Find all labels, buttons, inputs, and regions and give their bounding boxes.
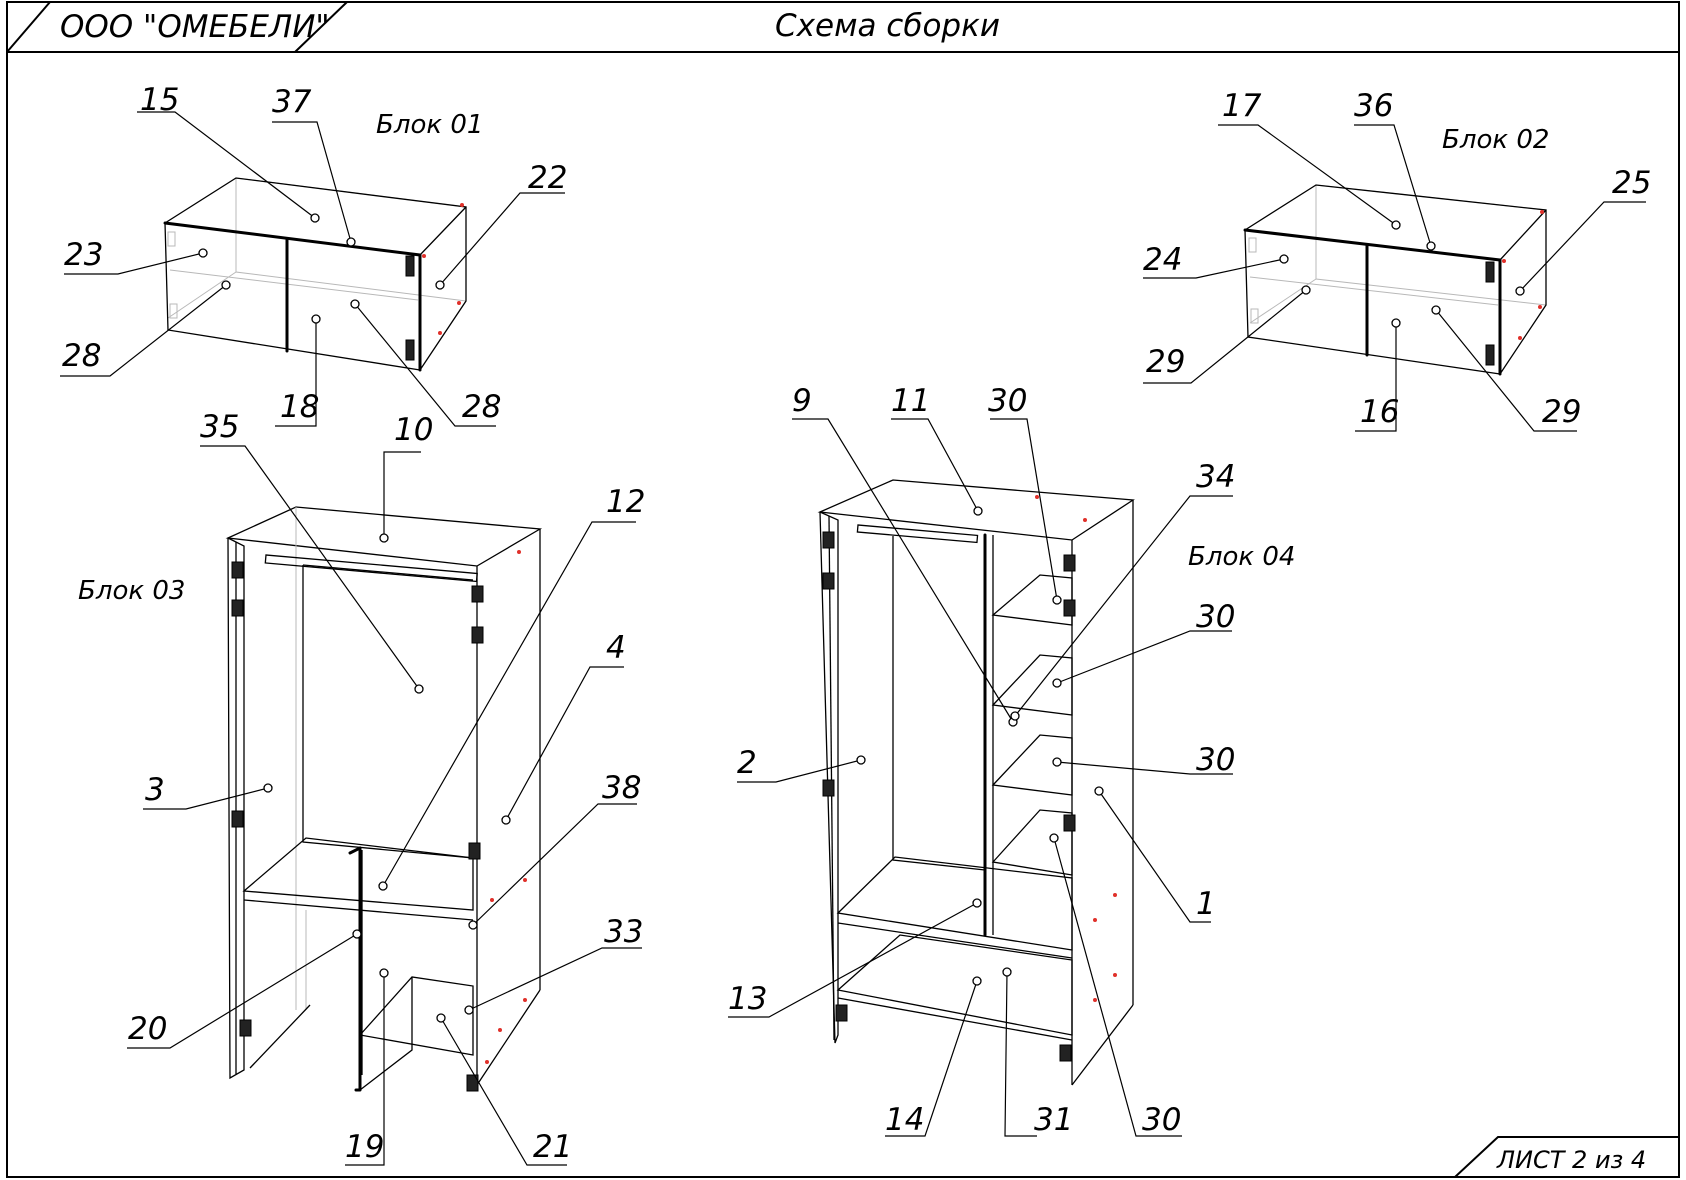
callout-number: 25 [1612, 165, 1651, 201]
callout-number: 28 [462, 389, 501, 425]
block-01-label: Блок 01 [376, 110, 483, 140]
callout-number: 30 [1196, 599, 1235, 635]
callout-number: 22 [528, 160, 567, 196]
callout-number: 36 [1354, 88, 1393, 124]
block-02-illustration [1243, 184, 1548, 376]
sheet-number: ЛИСТ 2 из 4 [1496, 1146, 1646, 1174]
callout-number: 31 [1034, 1102, 1073, 1138]
callout-number: 34 [1196, 459, 1235, 495]
callout-number: 37 [272, 84, 312, 120]
callout-number: 11 [891, 383, 930, 419]
block-04-label: Блок 04 [1188, 542, 1295, 572]
callout-number: 12 [606, 484, 645, 520]
callout-number: 4 [606, 630, 626, 666]
callout-number: 10 [394, 412, 433, 448]
drawing-frame [6, 1, 1680, 1178]
callout-number: 29 [1542, 394, 1581, 430]
company-name: ООО "ОМЕБЕЛИ" [60, 9, 330, 45]
block-03-illustration [225, 506, 543, 1092]
callout-number: 30 [988, 383, 1027, 419]
callout-number: 13 [728, 981, 767, 1017]
callout-number: 23 [64, 237, 103, 273]
callout-number: 30 [1142, 1102, 1181, 1138]
block-01-illustration [163, 177, 468, 372]
callout-number: 9 [792, 383, 812, 419]
callout-number: 38 [602, 770, 641, 806]
callout-number: 21 [533, 1129, 572, 1165]
callout-number: 29 [1146, 344, 1185, 380]
callout-number: 33 [604, 914, 643, 950]
drawing-title: Схема сборки [775, 8, 1000, 44]
callout-number: 19 [345, 1129, 384, 1165]
block-02-label: Блок 02 [1442, 125, 1549, 155]
callout-number: 20 [128, 1011, 167, 1047]
callout-number: 16 [1360, 394, 1399, 430]
callout-number: 14 [885, 1102, 924, 1138]
callout-number: 2 [737, 745, 757, 781]
callout-number: 30 [1196, 742, 1235, 778]
callout-number: 35 [200, 409, 239, 445]
callout-number: 15 [140, 82, 179, 118]
callout-number: 18 [280, 389, 319, 425]
block-03-label: Блок 03 [78, 576, 185, 606]
callout-number: 3 [145, 772, 165, 808]
block-04-illustration [817, 479, 1135, 1086]
callout-number: 17 [1222, 88, 1262, 124]
callout-number: 24 [1143, 242, 1182, 278]
callout-number: 1 [1196, 886, 1216, 922]
callout-leaders [60, 111, 1646, 1166]
callout-number: 28 [62, 338, 101, 374]
